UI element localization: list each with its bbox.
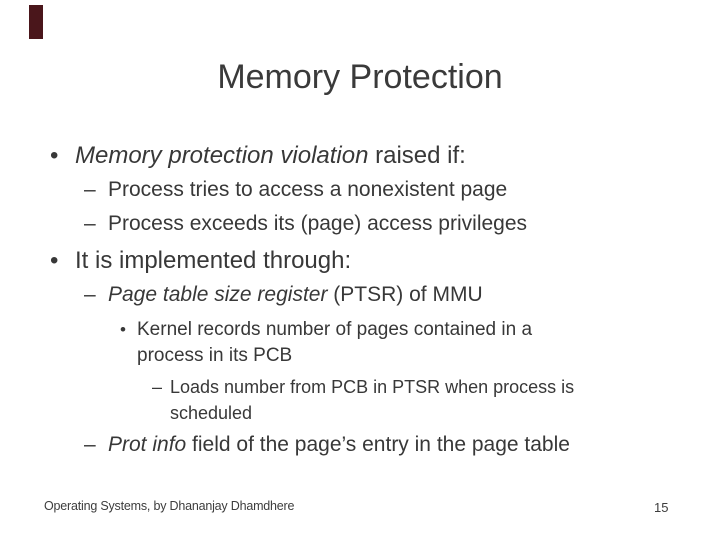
bullet-marker: • [50,247,59,274]
bullet-text: Loads number from PCB in PTSR when proce… [170,377,575,423]
page-number: 15 [654,500,669,515]
slide-title: Memory Protection [217,58,503,96]
footer-credit: Operating Systems, by Dhananjay Dhamdher… [44,499,295,513]
dash-marker: – [84,433,96,456]
dash-marker: – [84,212,96,235]
bullet-text: raised if: [368,142,466,169]
bullet-emphasis: Page table size register [108,283,328,306]
dash-marker: – [84,283,96,306]
bullet-emphasis: Prot info [108,433,187,456]
dash-marker: – [84,178,96,201]
bullet-text: It is implemented through: [75,247,352,274]
bullet-text: field of the page’s entry in the page ta… [186,433,570,456]
bullet-emphasis: Memory protection violation [75,142,369,169]
accent-bar [29,5,43,39]
bullet-marker: • [120,320,126,339]
bullet-text: Process tries to access a nonexistent pa… [108,178,508,201]
bullet-marker: • [50,142,59,169]
bullet-text: Process exceeds its (page) access privil… [108,212,528,235]
bullet-text: (PTSR) of MMU [327,283,483,306]
bullet-text: Kernel records number of pages contained… [137,319,533,366]
dash-marker: – [152,377,163,397]
